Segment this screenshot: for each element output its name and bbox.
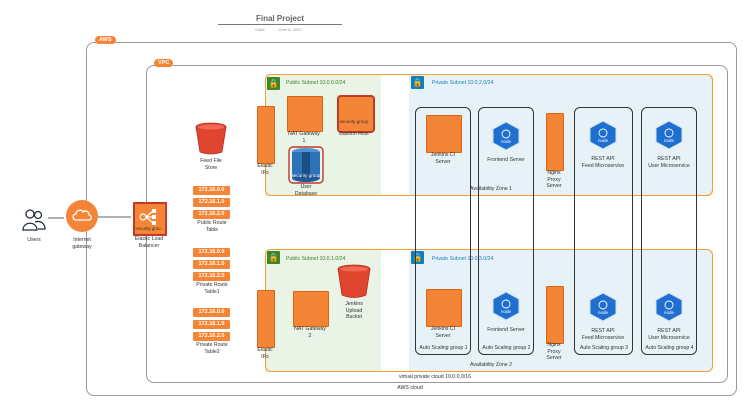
elastic-ips-2-icon: [257, 290, 275, 348]
vpc-label: virtual private cloud 10.0.0.0/16: [398, 374, 472, 380]
auto-scaling-group-4: [641, 107, 697, 355]
title-underline: [218, 24, 342, 25]
diagram-title: Final Project: [255, 14, 304, 23]
jenkins-upload-bucket-icon: [337, 264, 371, 298]
route-ip: 172.16.1.0: [193, 320, 230, 329]
frontend-server-1-label: Frontend Server: [487, 157, 525, 163]
diagram-date: June 6, 2022: [278, 27, 302, 32]
nodejs-frontend-2-icon: node: [492, 291, 520, 321]
jenkins-ci-server-1-icon: [426, 115, 462, 153]
svg-text:node: node: [664, 310, 675, 315]
nat-gateway-2-icon: [293, 291, 329, 327]
auto-scaling-group-3-label: Auto Scaling group 3: [579, 345, 629, 351]
auto-scaling-group-1: [415, 107, 471, 355]
svg-text:node: node: [598, 310, 609, 315]
route-ip: 172.16.2.0: [193, 210, 230, 219]
nodejs-user-1-icon: node: [655, 120, 683, 150]
feed-file-store-bucket-icon: [195, 122, 227, 155]
public-subnet-2-label: Public Subnet 10.0.1.0/24: [286, 256, 346, 262]
user-microservice-1-label: REST API User Microservice: [648, 156, 690, 169]
nodejs-feed-1-icon: node: [589, 120, 617, 150]
auto-scaling-group-1-label: Auto Scaling group 1: [419, 345, 468, 351]
feed-microservice-2-label: REST API Feed Microservice: [581, 328, 625, 341]
auto-scaling-group-2: [478, 107, 534, 355]
users-icon: [22, 209, 46, 231]
nginx-proxy-2-label: Nginx Proxy Server: [546, 342, 562, 361]
feed-microservice-1-label: REST API Feed Microservice: [581, 156, 625, 169]
elb-security-group-label: security grou: [135, 226, 161, 231]
svg-text:node: node: [501, 309, 512, 314]
internet-gateway-label: Internet gateway: [72, 237, 92, 250]
jenkins-ci-server-2-label: Jenkins CI Server: [430, 326, 456, 339]
bastion-host-icon: [337, 95, 375, 133]
nginx-proxy-2-icon: [546, 286, 564, 344]
public-subnet-1-lock-icon: 🔒: [267, 77, 280, 90]
user-microservice-2-label: REST API User Microservice: [648, 328, 690, 341]
bastion-security-group-label: security group: [339, 119, 369, 124]
nginx-proxy-1-icon: [546, 113, 564, 171]
route-ip: 172.16.1.0: [193, 260, 230, 269]
availability-zone-2-label: Availability Zone 2: [469, 362, 512, 368]
internet-gateway-icon: [66, 200, 98, 232]
svg-text:node: node: [501, 139, 512, 144]
cloud-icon: [72, 209, 92, 221]
private-subnet-2-label: Private Subnet 10.0.3.0/24: [432, 256, 494, 262]
route-ip: 172.16.0.0: [193, 186, 230, 195]
route-ip: 172.16.1.0: [193, 198, 230, 207]
availability-zone-1-label: Availability Zone 1: [469, 186, 512, 192]
route-ip: 172.16.2.0: [193, 272, 230, 281]
diagram-author: Gabe: [255, 27, 265, 32]
private-route-table-2-label: Private Route Table2: [196, 342, 228, 355]
load-balancer-icon: [139, 209, 156, 225]
nginx-proxy-1-label: Nginx Proxy Server: [546, 170, 562, 189]
route-ip: 172.16.2.0: [193, 332, 230, 341]
svg-text:node: node: [598, 138, 609, 143]
auto-scaling-group-3: [574, 107, 633, 355]
bastion-host-label: Bastion Host: [339, 131, 369, 137]
elastic-load-balancer-label: Elastic Load Balancer: [134, 236, 164, 249]
private-subnet-1-lock-icon: 🔒: [411, 76, 424, 89]
user-database-label: User Database: [294, 184, 318, 197]
svg-text:node: node: [664, 138, 675, 143]
elastic-ips-2-label: Elastic IPs: [257, 347, 273, 360]
nodejs-feed-2-icon: node: [589, 292, 617, 322]
elastic-load-balancer-icon: [133, 202, 167, 236]
user-database-icon: [288, 146, 324, 184]
aws-cloud-label: AWS cloud: [397, 385, 423, 391]
auto-scaling-group-2-label: Auto Scaling group 2: [482, 345, 531, 351]
public-route-table-label: Public Route Table: [197, 220, 227, 233]
userdb-security-group-label: security group: [291, 173, 321, 178]
auto-scaling-group-4-label: Auto Scaling group 4: [645, 345, 694, 351]
nodejs-user-2-icon: node: [655, 292, 683, 322]
feed-file-store-label: Feed File Store: [200, 158, 222, 171]
elastic-ips-1-label: Elastic IPs: [257, 163, 273, 176]
users-label: Users: [27, 237, 41, 243]
private-route-table-1-label: Private Route Table1: [196, 282, 228, 295]
elastic-ips-1-icon: [257, 106, 275, 164]
private-subnet-1-label: Private Subnet 10.0.2.0/24: [432, 80, 494, 86]
aws-badge: AWS: [95, 36, 116, 44]
jenkins-ci-server-2-icon: [426, 289, 462, 327]
private-subnet-2-lock-icon: 🔒: [411, 251, 424, 264]
nodejs-frontend-1-icon: node: [492, 121, 520, 151]
nat-gateway-1-icon: [287, 96, 323, 132]
jenkins-ci-server-1-label: Jenkins CI Server: [430, 152, 456, 165]
nat-gateway-2-label: NAT Gateway 2: [294, 326, 326, 339]
nat-gateway-1-label: NAT Gateway 1: [288, 131, 320, 144]
frontend-server-2-label: Frontend Server: [487, 327, 525, 333]
vpc-badge: VPC: [154, 59, 174, 67]
public-subnet-1-label: Public Subnet 10.0.0.0/24: [286, 80, 346, 86]
route-ip: 172.16.0.0: [193, 308, 230, 317]
jenkins-upload-bucket-label: Jenkins Upload Bucket: [345, 301, 363, 320]
route-ip: 172.16.0.0: [193, 248, 230, 257]
